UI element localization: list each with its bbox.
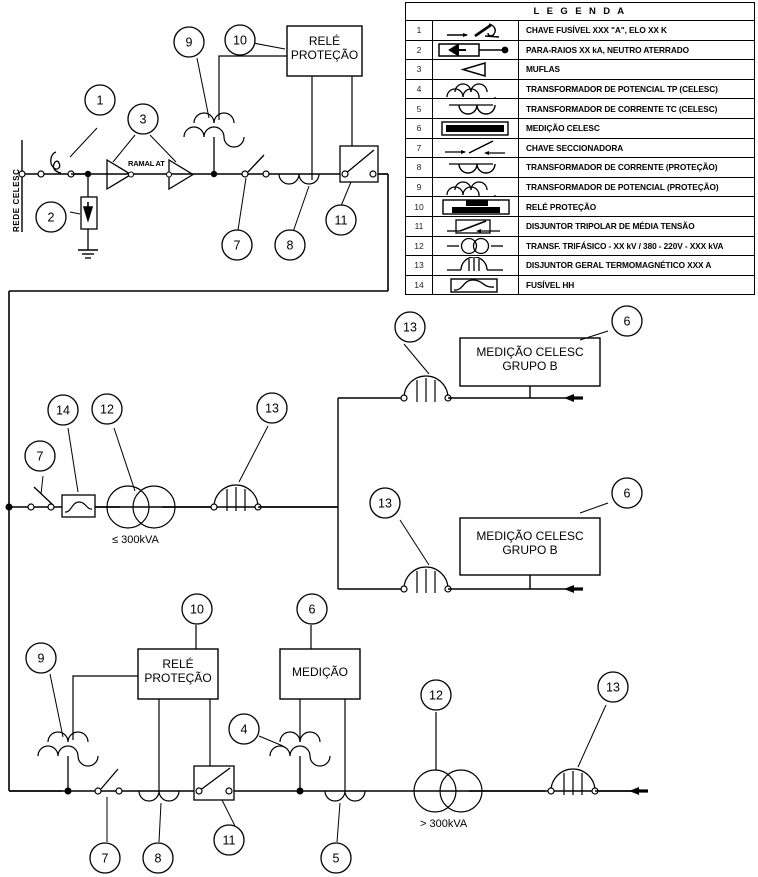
symbol-current-transformer-8-bottom	[138, 790, 180, 802]
legend-row-text: CHAVE FUSÍVEL XXX "A", ELO XX K	[526, 25, 667, 36]
current-transformer-icon	[433, 158, 519, 177]
legend-row-number: 4	[406, 79, 433, 99]
legend-row-number: 5	[406, 99, 433, 118]
legend-row: 11 DISJUNTOR TRIPOLAR DE MÉDIA TENSÃO	[406, 216, 754, 237]
legend-row: 6 MEDIÇÃO CELESC	[406, 118, 754, 139]
mv-circuit-breaker-icon	[433, 216, 519, 236]
bottom-section-group	[9, 625, 648, 843]
current-transformer-icon	[433, 99, 519, 118]
metering-box-group-b-1	[459, 337, 601, 387]
legend-row-text: DISJUNTOR TRIPOLAR DE MÉDIA TENSÃO	[526, 221, 695, 232]
transformer-small-rating-label: ≤ 300kVA	[112, 534, 159, 546]
transformer-large-rating-label: > 300kVA	[420, 818, 468, 830]
legend-row-number: 12	[406, 236, 433, 256]
legend-row-number: 2	[406, 40, 433, 60]
legend-row-number: 3	[406, 60, 433, 79]
symbol-hh-fuse-14	[61, 494, 96, 518]
symbol-thermomagnetic-breaker-13-lower	[400, 566, 452, 594]
symbol-current-transformer-8	[278, 173, 320, 185]
symbol-disconnect-switch-7-bottom	[94, 768, 123, 795]
legend-row: 14 FUSÍVEL HH	[406, 275, 754, 295]
symbol-surge-arrester-2	[80, 196, 98, 230]
legend-row-text: DISJUNTOR GERAL TERMOMAGNÉTICO XXX A	[526, 260, 712, 271]
legend-rows: 1 CHAVE FUSÍVEL XXX "A", ELO XX K 2 PARA-RA…	[406, 21, 754, 295]
protection-relay-box-icon	[433, 197, 519, 216]
fuse-switch-icon	[433, 21, 519, 40]
legend-row: 8 TRANSFORMADOR DE CORRENTE (PROTEÇÃO)	[406, 158, 754, 178]
legend-row-text: MEDIÇÃO CELESC	[526, 123, 600, 134]
legend-row-text: TRANSF. TRIFÁSICO - XX kV / 380 - 220V -…	[526, 240, 724, 251]
legend-row-number: 9	[406, 177, 433, 197]
symbol-thermomagnetic-breaker-13-upper	[400, 375, 452, 403]
symbol-fuse-switch-1	[50, 151, 86, 178]
legend-row: 10 RELÉ PROTEÇÃO	[406, 197, 754, 217]
metering-box-bottom	[279, 648, 361, 700]
legend-row-number: 6	[406, 118, 433, 138]
legend-row-text: TRANSFORMADOR DE CORRENTE (PROTEÇÃO)	[526, 162, 718, 173]
legend-row: 4 TRANSFORMADOR DE POTENCIAL TP (CELESC)	[406, 79, 754, 100]
potential-transformer-icon	[433, 79, 519, 99]
symbol-mv-breaker-11	[339, 145, 379, 183]
thermomagnetic-breaker-icon	[433, 256, 519, 275]
symbol-cable-terminations-3	[106, 158, 195, 191]
symbol-mv-breaker-11-bottom	[193, 765, 235, 801]
symbol-current-transformer-5	[324, 790, 366, 802]
legend-row-text: CHAVE SECCIONADORA	[526, 142, 624, 153]
legend-row-number: 1	[406, 21, 433, 40]
symbol-disconnect-switch-7-mid	[33, 486, 55, 511]
cable-termination-icon	[433, 60, 519, 79]
installation-boundary	[8, 174, 389, 792]
legend-row-text: TRANSFORMADOR DE POTENCIAL (PROTEÇÃO)	[526, 182, 719, 193]
legend-row-text: RELÉ PROTEÇÃO	[526, 201, 597, 212]
ramal-at-label: RAMAL AT	[128, 159, 165, 168]
legend-row-number: 7	[406, 138, 433, 158]
legend-row: 12 TRANSF. TRIFÁSICO - XX kV / 380 - 220V…	[406, 236, 754, 257]
three-phase-transformer-icon	[433, 236, 519, 256]
metering-box-icon	[433, 118, 519, 138]
legend-row: 2 PARA-RAIOS XX kA, NEUTRO ATERRADO	[406, 40, 754, 61]
hh-fuse-icon	[433, 275, 519, 295]
legend-title: L E G E N D A	[406, 3, 754, 21]
top-section-group	[18, 25, 388, 259]
relay-box-top	[286, 25, 363, 77]
legend-row-number: 14	[406, 275, 433, 295]
disconnect-switch-icon	[433, 138, 519, 158]
middle-section-group	[5, 330, 609, 594]
legend-row: 7 CHAVE SECCIONADORA	[406, 138, 754, 159]
legend-row: 9 TRANSFORMADOR DE POTENCIAL (PROTEÇÃO)	[406, 177, 754, 198]
legend-row-number: 11	[406, 216, 433, 236]
legend-row: 3 MUFLAS	[406, 60, 754, 80]
legend-row: 1 CHAVE FUSÍVEL XXX "A", ELO XX K	[406, 21, 754, 41]
source-network-label: REDE CELESC	[12, 168, 21, 233]
legend-row-number: 13	[406, 256, 433, 275]
legend-row-text: MUFLAS	[526, 64, 560, 75]
symbol-ground	[78, 249, 98, 259]
legend-row: 5 TRANSFORMADOR DE CORRENTE TC (CELESC)	[406, 99, 754, 119]
legend-table: L E G E N D A 1 CHAVE FUSÍVEL XXX "A", EL…	[405, 2, 755, 296]
legend-row-number: 10	[406, 197, 433, 216]
legend-row-text: FUSÍVEL HH	[526, 280, 575, 291]
legend-row-text: TRANSFORMADOR DE POTENCIAL TP (CELESC)	[526, 84, 718, 95]
surge-arrester-icon	[433, 40, 519, 60]
metering-box-group-b-2	[459, 517, 601, 576]
potential-transformer-icon	[433, 177, 519, 197]
relay-box-bottom	[137, 648, 219, 700]
legend-row-text: PARA-RAIOS XX kA, NEUTRO ATERRADO	[526, 44, 689, 55]
legend-row: 13 DISJUNTOR GERAL TERMOMAGNÉTICO XXX A	[406, 256, 754, 276]
symbol-disconnect-switch-7	[241, 154, 270, 178]
legend-row-number: 8	[406, 158, 433, 177]
legend-row-text: TRANSFORMADOR DE CORRENTE TC (CELESC)	[526, 103, 718, 114]
